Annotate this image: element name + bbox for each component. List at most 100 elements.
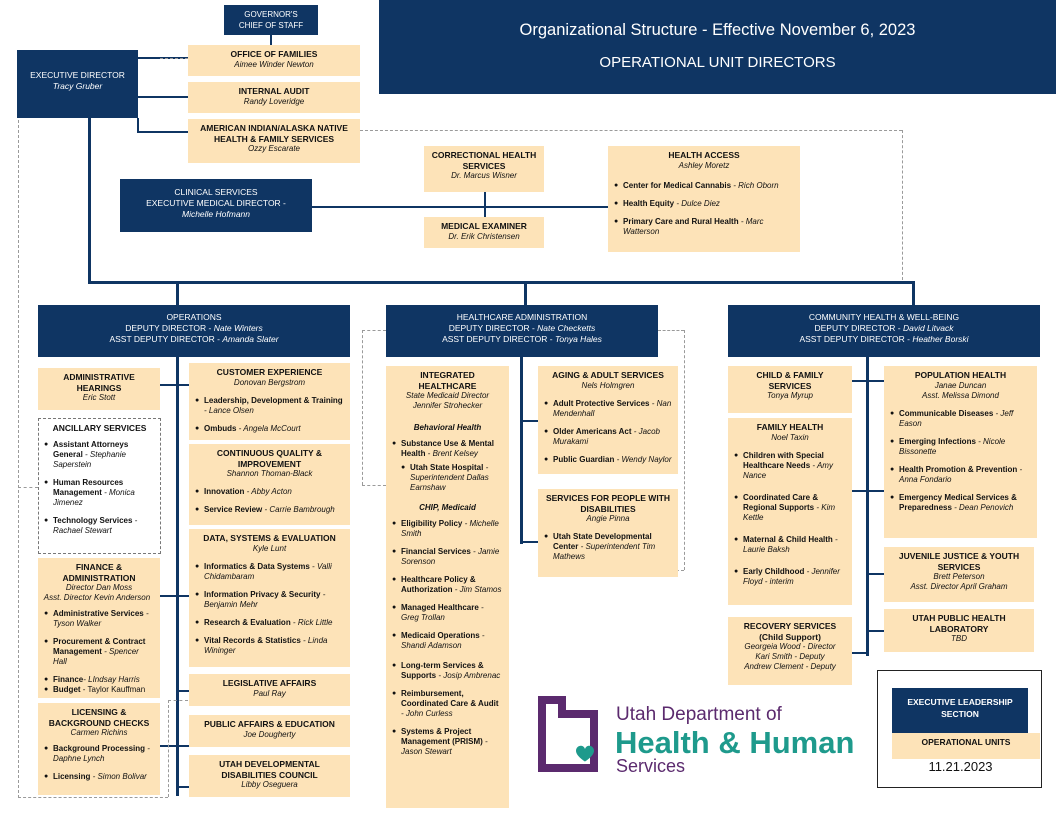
customer-experience-box: CUSTOMER EXPERIENCE Donovan Bergstrom Le… [189, 363, 350, 440]
clinical-line2: EXECUTIVE MEDICAL DIRECTOR - [146, 198, 286, 208]
list-item: Emerging Infections - Nicole Bissonette [890, 437, 1031, 457]
utah-state-icon [538, 696, 598, 772]
exec-name: Tracy Gruber [52, 81, 103, 91]
header-banner: Organizational Structure - Effective Nov… [379, 0, 1056, 94]
unit-title: MEDICAL EXAMINER [441, 221, 527, 231]
clinical-services-box: CLINICAL SERVICES EXECUTIVE MEDICAL DIRE… [120, 179, 312, 232]
aging-adult-box: AGING & ADULT SERVICES Nels Holmgren Adu… [538, 366, 678, 474]
unit-title: INTERNAL AUDIT [238, 86, 310, 96]
list-item: Medicaid Operations - Shandi Adamson [392, 631, 503, 651]
gov-chief-of-staff-box: GOVERNOR'S CHIEF OF STAFF [224, 5, 318, 35]
unit-title: HEALTH ACCESS [668, 150, 740, 160]
list-item: Eligibility Policy - Michelle Smith [392, 519, 503, 539]
list-item: Service Review - Carrie Bambrough [195, 505, 344, 515]
list-item: Finance- LIndsay Harris [44, 675, 154, 685]
list-item: Innovation - Abby Acton [195, 487, 344, 497]
juvenile-justice-box: JUVENILE JUSTICE & YOUTH SERVICES Brett … [884, 547, 1034, 602]
list-item: Background Processing - Daphne Lynch [44, 744, 154, 764]
clinical-name: Michelle Hofmann [181, 209, 251, 219]
list-item: Coordinated Care & Regional Supports - K… [734, 493, 846, 523]
list-item: Primary Care and Rural Health - Marc Wat… [614, 217, 794, 237]
dhhs-logo: Utah Department of Health & Human Servic… [532, 692, 872, 782]
list-item: Emergency Medical Services & Preparednes… [890, 493, 1031, 513]
correctional-health-box: CORRECTIONAL HEALTH SERVICES Dr. Marcus … [424, 146, 544, 192]
unit-director: Ozzy Escarate [247, 144, 300, 153]
chart-subtitle: OPERATIONAL UNIT DIRECTORS [599, 54, 836, 71]
list-item: Public Guardian - Wendy Naylor [544, 455, 672, 465]
list-item: Financial Services - Jamie Sorenson [392, 547, 503, 567]
medical-examiner-box: MEDICAL EXAMINER Dr. Erik Christensen [424, 217, 544, 248]
list-item: Budget - Taylor Kauffman [44, 685, 154, 695]
logo-line1: Utah Department of [616, 704, 782, 725]
ancillary-services-box: ANCILLARY SERVICES Assistant Attorneys G… [38, 418, 161, 554]
unit-director: Dr. Marcus Wisner [451, 171, 517, 180]
data-systems-box: DATA, SYSTEMS & EVALUATION Kyle Lunt Inf… [189, 529, 350, 667]
public-health-lab-box: UTAH PUBLIC HEALTH LABORATORY TBD [884, 609, 1034, 652]
list-item: Information Privacy & Security - Benjami… [195, 590, 344, 610]
unit-title: OFFICE OF FAMILIES [230, 49, 318, 59]
population-health-box: POPULATION HEALTH Janae Duncan Asst. Mel… [884, 366, 1037, 538]
list-item: Healthcare Policy & Authorization - Jim … [392, 575, 503, 595]
exec-title: EXECUTIVE DIRECTOR [30, 70, 125, 80]
section-heading: Behavioral Health [413, 423, 482, 432]
unit-title: AMERICAN INDIAN/ALASKA NATIVE HEALTH & F… [200, 123, 348, 144]
list-item: Managed Healthcare - Greg Trollan [392, 603, 503, 623]
unit-director: Dr. Erik Christensen [448, 231, 520, 241]
licensing-background-box: LICENSING & BACKGROUND CHECKS Carmen Ric… [38, 703, 160, 795]
list-item: Research & Evaluation - Rick Little [195, 618, 344, 628]
recovery-services-box: RECOVERY SERVICES (Child Support) George… [728, 617, 852, 685]
healthcare-admin-division-header: HEALTHCARE ADMINISTRATION DEPUTY DIRECTO… [386, 305, 658, 357]
gov-line1: GOVERNOR'S [244, 10, 298, 19]
list-item: Substance Use & Mental Health - Brent Ke… [392, 439, 503, 459]
list-item: Leadership, Development & Training - Lan… [195, 396, 344, 416]
list-item: Utah State Hospital - Superintendent Dal… [401, 463, 503, 493]
integrated-healthcare-box: INTEGRATED HEALTHCARE State Medicaid Dir… [386, 366, 509, 808]
legend-date: 11.21.2023 [928, 759, 993, 774]
list-item: Human Resources Management - Monica Jime… [44, 478, 155, 508]
list-item: Ombuds - Angela McCourt [195, 424, 344, 434]
section-heading: CHIP, Medicaid [419, 503, 476, 512]
list-item: Technology Services - Rachael Stewart [44, 516, 155, 536]
list-item: Long-term Services & Supports - Josip Am… [392, 661, 503, 681]
list-item: Maternal & Child Health - Laurie Baksh [734, 535, 846, 555]
list-item: Procurement & Contract Management - Spen… [44, 637, 154, 667]
disabilities-services-box: SERVICES FOR PEOPLE WITH DISABILITIES An… [538, 489, 678, 577]
community-health-division-header: COMMUNITY HEALTH & WELL-BEING DEPUTY DIR… [728, 305, 1040, 357]
list-item: Adult Protective Services - Nan Mendenha… [544, 399, 672, 419]
list-item: Vital Records & Statistics - Linda Winin… [195, 636, 344, 656]
office-of-families-box: OFFICE OF FAMILIES Aimee Winder Newton [188, 45, 360, 76]
list-item: Reimbursement, Coordinated Care & Audit … [392, 689, 503, 719]
child-family-services-box: CHILD & FAMILY SERVICES Tonya Myrup [728, 366, 852, 413]
clinical-line1: CLINICAL SERVICES [174, 187, 258, 197]
internal-audit-box: INTERNAL AUDIT Randy Loveridge [188, 82, 360, 113]
logo-line3: Services [616, 756, 686, 776]
finance-admin-box: FINANCE & ADMINISTRATION Director Dan Mo… [38, 558, 160, 698]
administrative-hearings-box: ADMINISTRATIVE HEARINGS Eric Stott [38, 368, 160, 410]
unit-title: CORRECTIONAL HEALTH SERVICES [431, 150, 537, 171]
unit-director: Ashley Moretz [678, 160, 730, 170]
list-item: Children with Special Healthcare Needs -… [734, 451, 846, 481]
american-indian-box: AMERICAN INDIAN/ALASKA NATIVE HEALTH & F… [188, 119, 360, 163]
list-item: Older Americans Act - Jacob Murakami [544, 427, 672, 447]
list-item: Administrative Services - Tyson Walker [44, 609, 154, 629]
list-item: Licensing - Simon Bolivar [44, 772, 154, 782]
quality-improvement-box: CONTINUOUS QUALITY & IMPROVEMENT Shannon… [189, 444, 350, 525]
unit-director: Aimee Winder Newton [234, 59, 314, 69]
legend-ops-swatch: OPERATIONAL UNITS [892, 733, 1040, 759]
list-item: Communicable Diseases - Jeff Eason [890, 409, 1031, 429]
list-item: Informatics & Data Systems - Valli Chida… [195, 562, 344, 582]
family-health-box: FAMILY HEALTH Noel Taxin Children with S… [728, 418, 852, 605]
health-access-box: HEALTH ACCESS Ashley Moretz Center for M… [608, 146, 800, 252]
gov-line2: CHIEF OF STAFF [238, 21, 304, 30]
list-item: Systems & Project Management (PRISM) - J… [392, 727, 503, 757]
operations-division-header: OPERATIONS DEPUTY DIRECTOR - Nate Winter… [38, 305, 350, 357]
legislative-affairs-box: LEGISLATIVE AFFAIRS Paul Ray [189, 674, 350, 706]
legend-exec-swatch: EXECUTIVE LEADERSHIP SECTION [892, 688, 1028, 736]
list-item: Early Childhood - Jennifer Floyd - inter… [734, 567, 846, 587]
executive-director-box: EXECUTIVE DIRECTOR Tracy Gruber [17, 50, 138, 118]
unit-director: Randy Loveridge [243, 96, 305, 106]
list-item: Health Promotion & Prevention - Anna Fon… [890, 465, 1031, 485]
logo-line2: Health & Human [615, 725, 855, 760]
legend-box: EXECUTIVE LEADERSHIP SECTION OPERATIONAL… [877, 670, 1042, 788]
chart-title: Organizational Structure - Effective Nov… [519, 21, 916, 39]
